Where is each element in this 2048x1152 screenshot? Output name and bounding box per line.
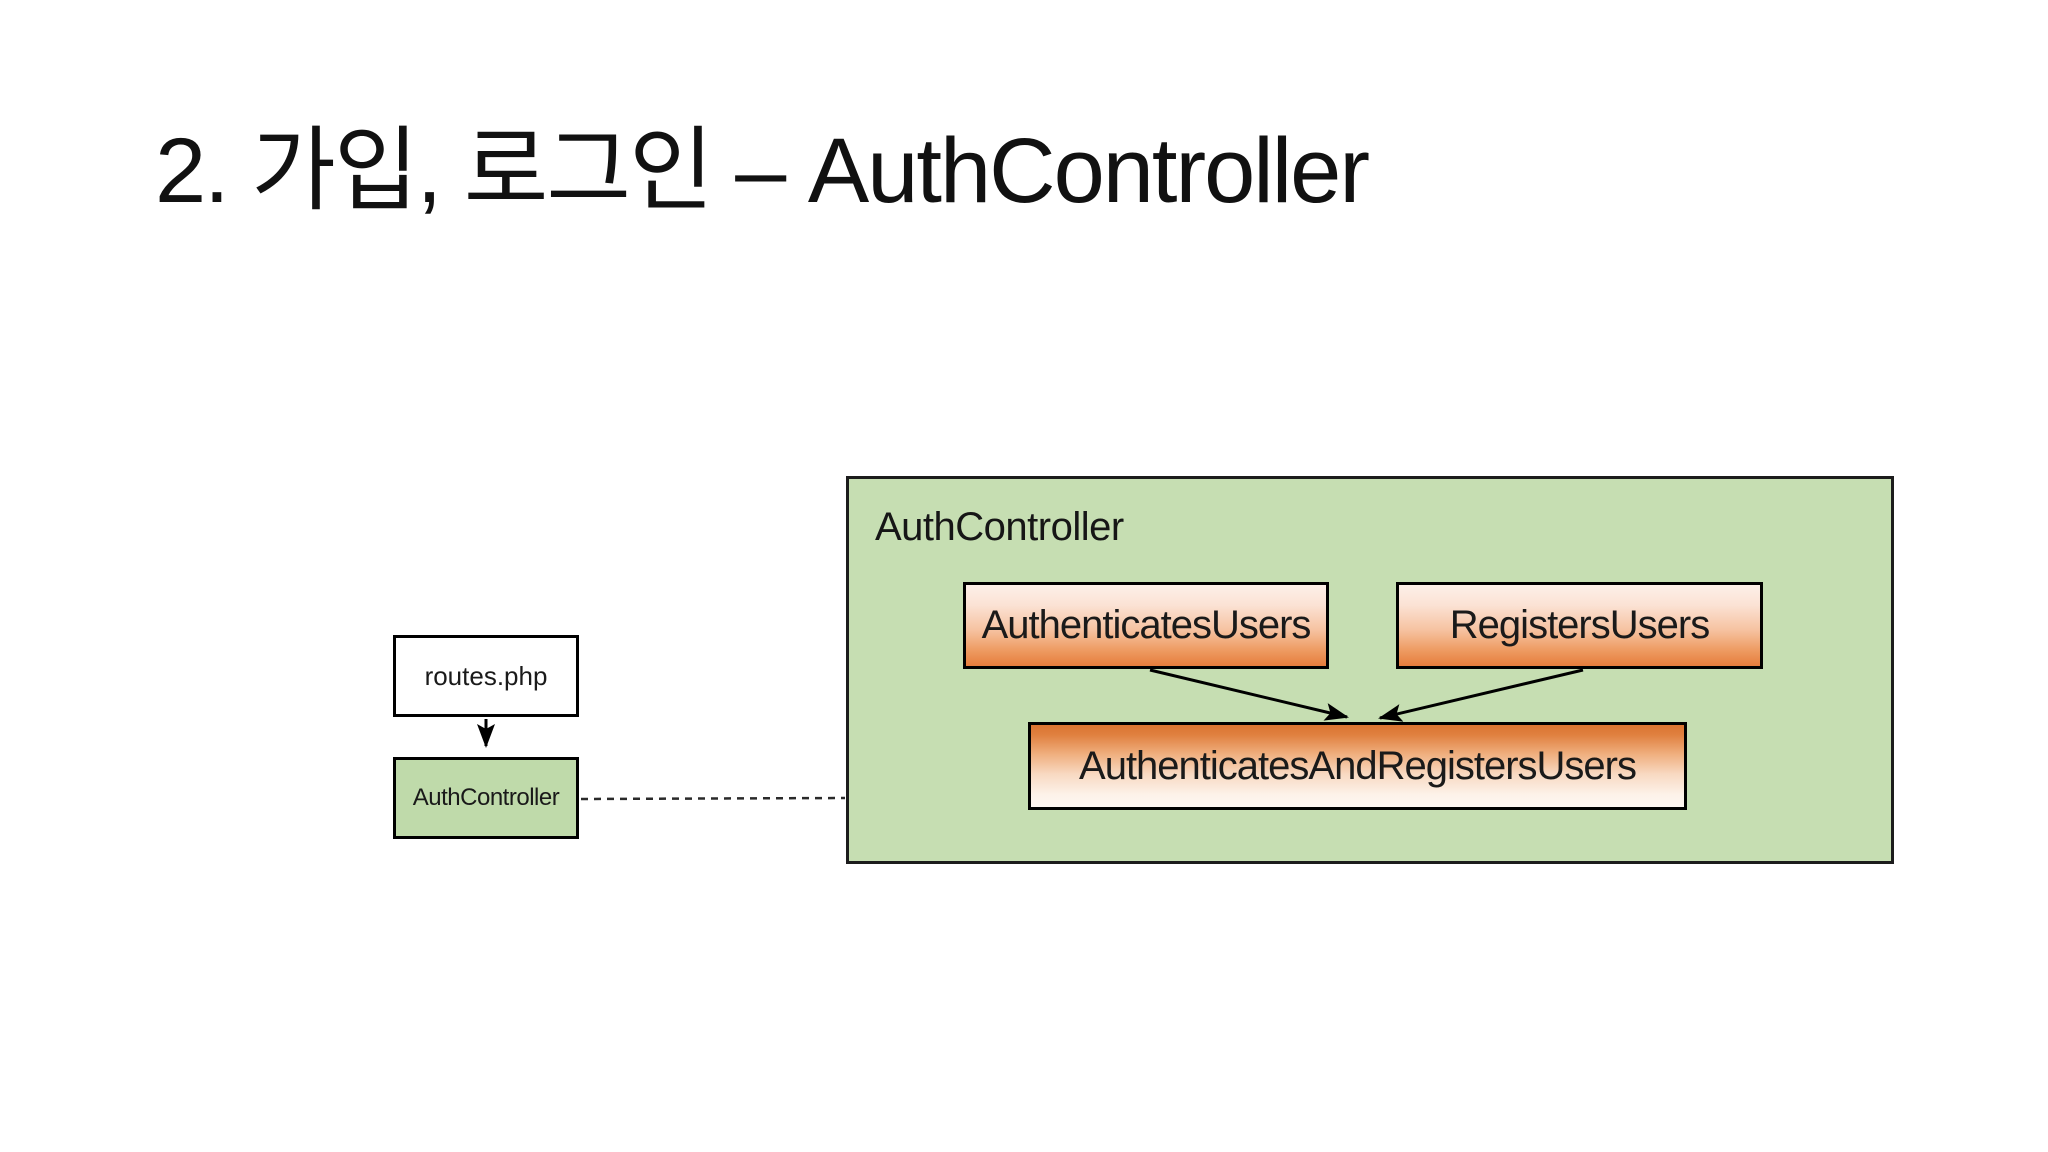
authenticates-and-registers-users-box: AuthenticatesAndRegistersUsers: [1028, 722, 1687, 810]
slide-title: 2. 가입, 로그인 – AuthController: [155, 120, 1370, 222]
authenticates-users-box: AuthenticatesUsers: [963, 582, 1329, 669]
routes-php-label: routes.php: [424, 660, 548, 691]
auth-controller-box: AuthController: [393, 757, 579, 839]
routes-php-box: routes.php: [393, 635, 579, 717]
controller-to-panel-dashed-line: [580, 796, 846, 801]
registers-users-label: RegistersUsers: [1449, 603, 1710, 647]
authenticates-users-label: AuthenticatesUsers: [981, 603, 1312, 647]
auth-controller-box-label: AuthController: [412, 784, 560, 811]
registers-users-box: RegistersUsers: [1396, 582, 1763, 669]
auth-controller-panel-label: AuthController: [875, 505, 1124, 549]
authenticates-and-registers-users-label: AuthenticatesAndRegistersUsers: [1079, 743, 1637, 788]
